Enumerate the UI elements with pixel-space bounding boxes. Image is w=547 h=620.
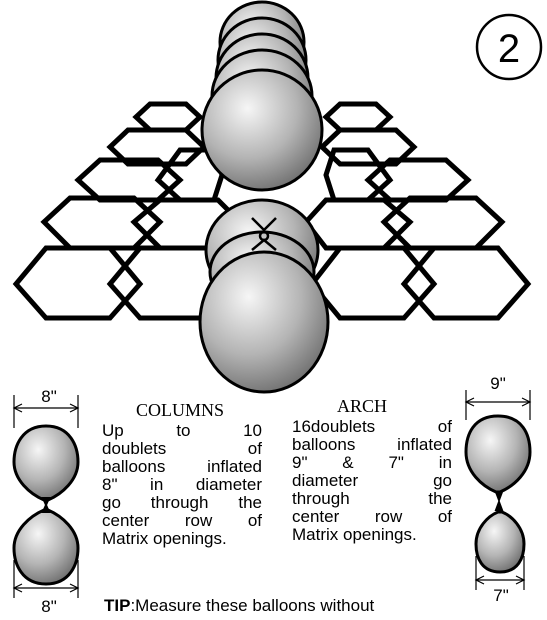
arch-title: ARCH: [336, 396, 387, 416]
arch-dimension-bottom: [474, 556, 526, 590]
columns-line: Matrix openings.: [102, 529, 227, 548]
hex-cell: [132, 101, 204, 133]
columns-dimension-top: [12, 395, 80, 428]
arch-description: 16doublets of balloons inflated 9" & 7" …: [292, 417, 452, 544]
columns-dim-bottom-label: 8": [41, 597, 57, 616]
hex-cell: [12, 245, 144, 321]
arch-line: 9" & 7" in: [292, 453, 452, 472]
columns-line: go through the: [102, 493, 262, 512]
columns-line: doublets of: [102, 439, 262, 458]
arch-line: 16doublets of: [292, 417, 452, 436]
arch-line: center row of: [292, 507, 452, 526]
columns-dimension-bottom: [12, 560, 80, 598]
hex-cell: [400, 245, 532, 321]
arch-line: Matrix openings.: [292, 525, 417, 544]
balloon: [12, 424, 80, 502]
hex-cell: [322, 101, 394, 133]
tip-line: TIP:Measure these balloons without: [104, 596, 374, 616]
arch-line: diameter go: [292, 471, 452, 490]
hex-cell: [318, 127, 418, 167]
arch-line: balloons inflated: [292, 435, 452, 454]
balloon-knot: [251, 217, 277, 251]
balloon-column: [198, 0, 330, 394]
arch-knot: [494, 491, 504, 511]
columns-line: Up to 10: [102, 421, 262, 440]
tip-label: TIP: [104, 596, 131, 615]
columns-knot: [41, 497, 51, 513]
columns-line: 8" in diameter: [102, 475, 262, 494]
balloon: [12, 508, 80, 586]
arch-doublet: [464, 414, 532, 574]
columns-doublet: [12, 424, 80, 586]
columns-dim-top-label: 8": [41, 387, 57, 406]
balloon: [474, 510, 526, 574]
hex-cell: [40, 195, 164, 251]
hex-cell: [380, 195, 506, 251]
arch-dim-top-label: 9": [490, 374, 506, 393]
arch-dimension-top: [464, 390, 532, 420]
columns-line: balloons inflated: [102, 457, 262, 476]
hex-cell: [302, 197, 414, 251]
hex-cell: [106, 127, 208, 167]
columns-title: COLUMNS: [135, 400, 224, 420]
balloon: [198, 250, 330, 394]
arch-line: through the: [292, 489, 452, 508]
hex-cell: [364, 157, 472, 203]
balloon: [200, 68, 324, 192]
arch-dim-bottom-label: 7": [493, 586, 509, 605]
hex-cell: [308, 245, 438, 321]
columns-line: center row of: [102, 511, 262, 530]
balloon: [464, 414, 532, 494]
columns-description: Up to 10 doublets of balloons inflated 8…: [102, 421, 262, 548]
page-number: 2: [498, 27, 520, 71]
tip-text: :Measure these balloons without: [130, 596, 375, 615]
page-number-circle: [475, 13, 543, 81]
